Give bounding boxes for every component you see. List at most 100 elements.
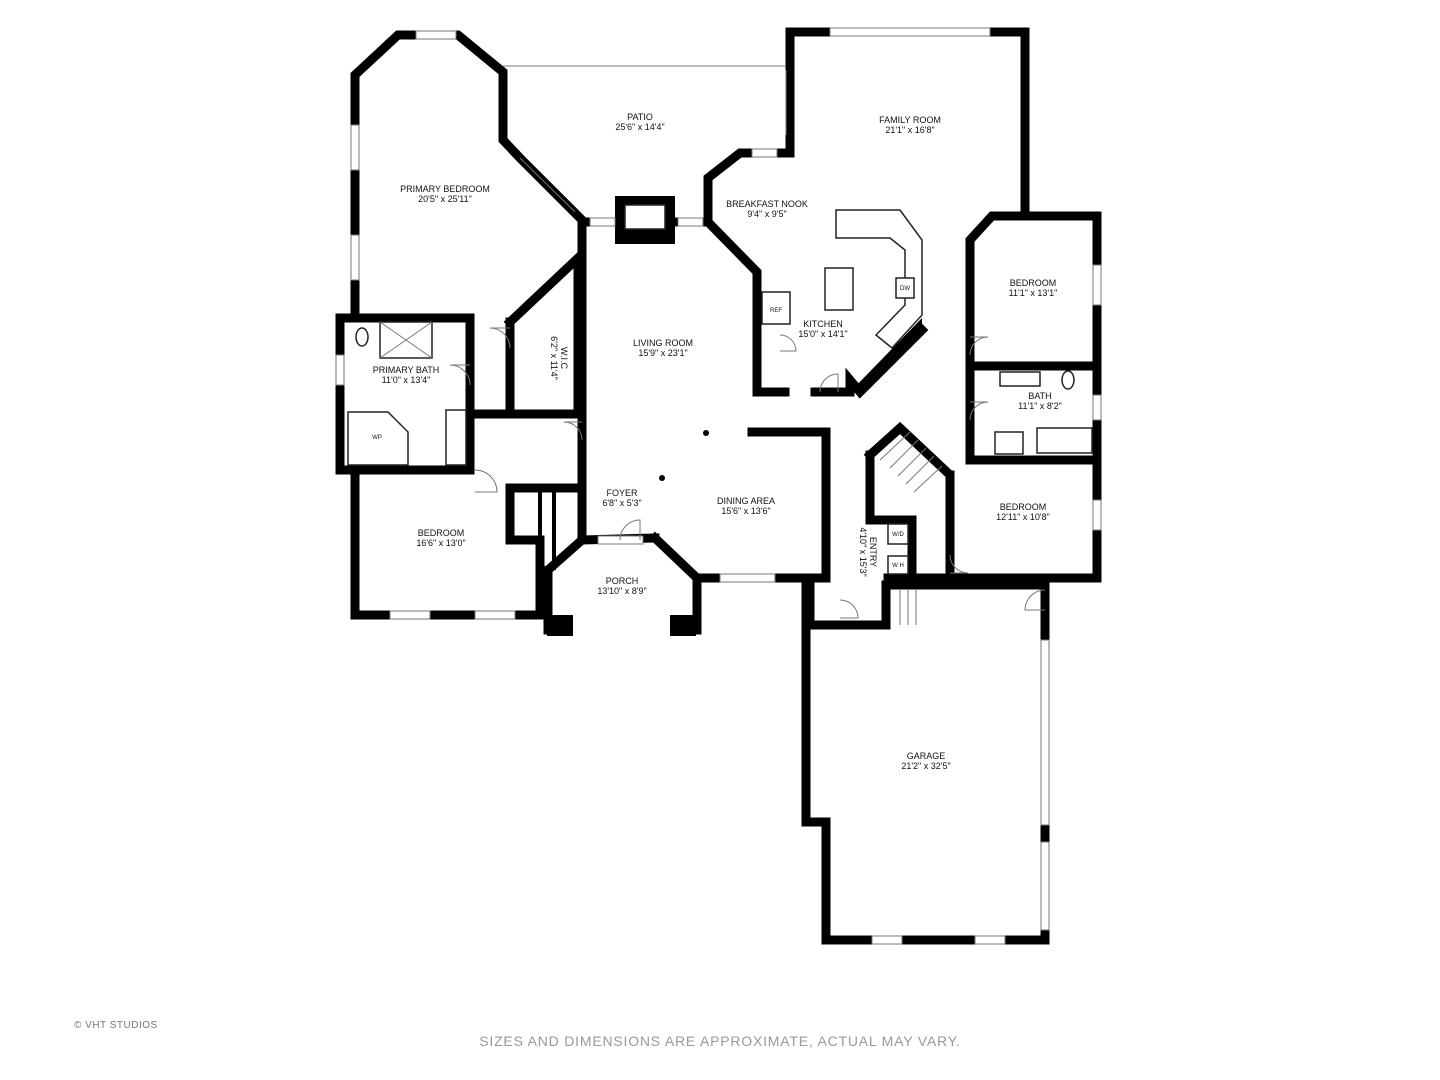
- copyright-notice: © VHT STUDIOS: [74, 1020, 158, 1031]
- wall-primary-bedroom: [350, 30, 587, 493]
- wall-primary-bath: [335, 313, 475, 475]
- windows: [335, 27, 1102, 945]
- fixture-label-refrigerator: REF: [770, 308, 782, 314]
- column: [749, 430, 755, 436]
- room-name-kitchen: KITCHEN: [803, 319, 843, 329]
- door-swing: [489, 327, 511, 349]
- room-name-porch: PORCH: [606, 576, 639, 586]
- doors: [449, 327, 1046, 619]
- wall-wic: [503, 247, 583, 419]
- room-dims-entry: 4'10" x 15'3": [858, 527, 868, 576]
- fixture-label-water-heater: W H: [892, 563, 904, 569]
- wall-garage: [801, 573, 1050, 945]
- room-dims-bedroom-east: 11'1" x 13'1": [1009, 288, 1058, 298]
- door-swing: [949, 554, 969, 574]
- window: [871, 935, 903, 945]
- wall-breakfast-nook: [703, 148, 795, 397]
- window: [1092, 394, 1102, 421]
- door-swing: [969, 401, 989, 421]
- wall-garage-entry: [805, 573, 891, 630]
- fixtures: [347, 209, 1093, 625]
- room-name-family-room: FAMILY ROOM: [879, 115, 941, 125]
- room-label-entry: ENTRY 4'10" x 15'3": [858, 527, 878, 576]
- closet-shelf: [999, 371, 1041, 387]
- door-swing: [1024, 589, 1046, 611]
- room-dims-porch: 13'10" x 8'9": [597, 586, 646, 596]
- toilet: [1061, 370, 1075, 390]
- room-name-bedroom-west: BEDROOM: [418, 528, 465, 538]
- window: [751, 148, 778, 158]
- wall-stairs: [863, 421, 955, 525]
- water-heater: [887, 555, 909, 575]
- room-name-bedroom-southeast: BEDROOM: [1000, 502, 1047, 512]
- wall-dining-east: [747, 427, 831, 583]
- kitchen-counter: [835, 209, 923, 350]
- room-dims-dining-area: 15'6" x 13'6": [721, 506, 770, 516]
- washer-dryer: [887, 523, 909, 545]
- stairs: [879, 431, 943, 493]
- window: [677, 217, 704, 227]
- room-name-breakfast-nook: BREAKFAST NOOK: [726, 199, 808, 209]
- window: [389, 610, 431, 620]
- room-dims-kitchen: 15'0" x 14'1": [798, 329, 847, 339]
- room-name-primary-bedroom: PRIMARY BEDROOM: [400, 184, 490, 194]
- window: [415, 30, 457, 40]
- room-dims-bedroom-southeast: 12'11" x 10'8": [996, 512, 1050, 522]
- column: [579, 475, 585, 481]
- room-label-wic: W.I.C 6'2" x 11'4": [549, 336, 569, 380]
- window: [350, 124, 360, 171]
- window: [589, 217, 616, 227]
- door-swing: [819, 373, 839, 393]
- window: [350, 234, 360, 281]
- room-dims-foyer: 6'8" x 5'3": [602, 498, 641, 508]
- room-name-patio: PATIO: [627, 112, 653, 122]
- garage-steps: [899, 590, 917, 625]
- fixture-label-whirlpool: WP: [372, 435, 382, 441]
- window: [1040, 639, 1050, 826]
- vanity: [445, 409, 467, 466]
- door-swing: [449, 364, 471, 386]
- room-dims-bath: 11'1" x 8'2": [1018, 401, 1062, 411]
- room-dims-breakfast-nook: 9'4" x 9'5": [747, 209, 786, 219]
- door-swing: [619, 519, 641, 541]
- window: [829, 27, 991, 37]
- room-name-primary-bath: PRIMARY BATH: [373, 365, 440, 375]
- fixture-labels: REF DW W/D W H WP: [372, 286, 910, 569]
- wall-entry: [865, 450, 917, 583]
- room-name-wic: W.I.C: [559, 347, 569, 369]
- room-name-bedroom-east: BEDROOM: [1010, 278, 1057, 288]
- window: [974, 935, 1006, 945]
- whirlpool-tub: [347, 411, 409, 466]
- toilet: [355, 327, 369, 347]
- door-swing: [779, 334, 797, 352]
- kitchen-island: [824, 267, 854, 311]
- room-dims-living-room: 15'9" x 23'1": [638, 348, 687, 358]
- kitchen-counter-block: [850, 318, 922, 392]
- room-dims-garage: 21'2" x 32'5": [901, 761, 950, 771]
- room-name-entry: ENTRY: [868, 537, 878, 567]
- column: [703, 430, 709, 436]
- fireplace-hearth: [624, 204, 666, 230]
- window: [1092, 264, 1102, 306]
- room-dims-primary-bedroom: 20'5" x 25'11": [418, 194, 472, 204]
- room-name-garage: GARAGE: [907, 751, 946, 761]
- window: [719, 573, 776, 583]
- room-name-dining-area: DINING AREA: [717, 496, 775, 506]
- room-dims-bedroom-west: 16'6" x 13'0": [416, 538, 465, 548]
- fixture-label-washer-dryer: W/D: [892, 532, 904, 538]
- door-swing: [474, 469, 498, 493]
- window: [1040, 841, 1050, 931]
- room-name-bath: BATH: [1028, 391, 1051, 401]
- window: [335, 354, 345, 386]
- room-dims-family-room: 21'1" x 16'8": [885, 125, 934, 135]
- room-name-foyer: FOYER: [606, 488, 638, 498]
- room-dims-patio: 25'6" x 14'4": [615, 122, 664, 132]
- bathtub: [1036, 427, 1093, 454]
- walls: [335, 27, 1102, 945]
- refrigerator: [761, 291, 791, 325]
- window: [474, 610, 516, 620]
- window: [1092, 499, 1102, 531]
- wall-bedroom-east: [965, 211, 1102, 465]
- room-dims-primary-bath: 11'0" x 13'4": [382, 375, 431, 385]
